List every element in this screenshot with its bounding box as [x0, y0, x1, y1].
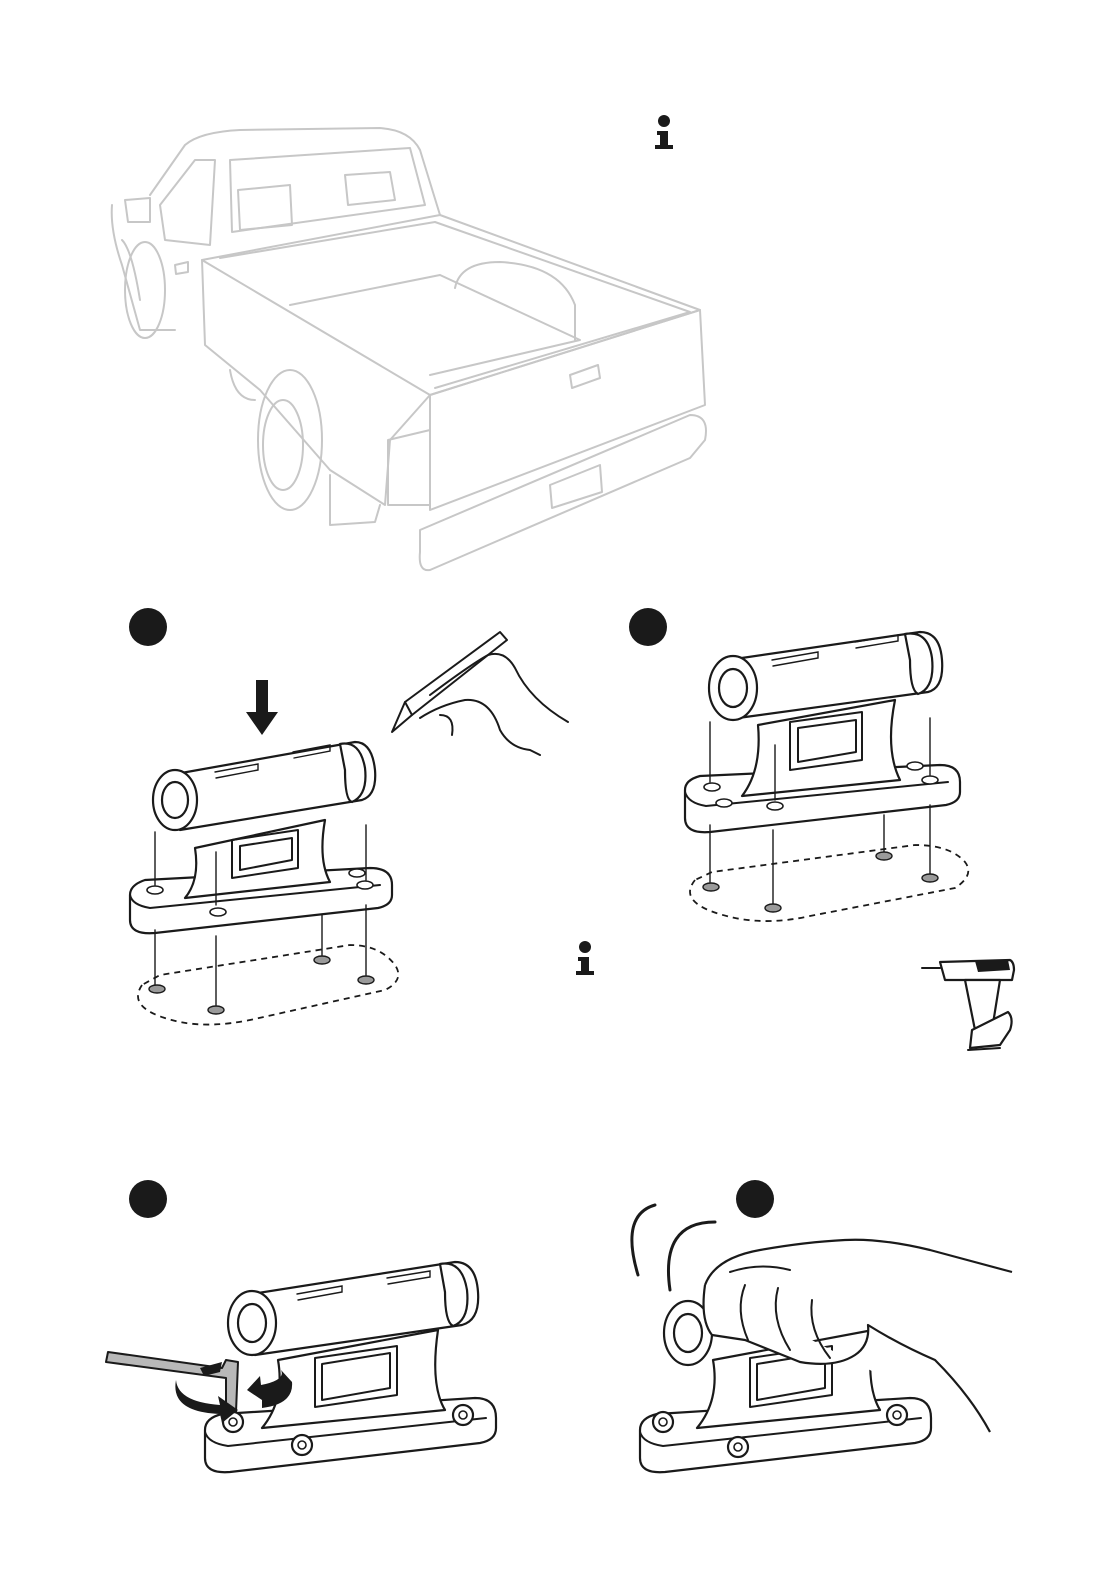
power-drill-icon — [922, 960, 1014, 1050]
step-number-badge — [129, 608, 167, 646]
pencil-hand-icon — [392, 632, 568, 755]
fork-mount-illustration — [130, 742, 398, 1025]
fork-mount-illustration — [685, 632, 968, 921]
info-icon — [576, 941, 594, 975]
hex-key-icon — [106, 1352, 238, 1412]
down-arrow-icon — [246, 680, 278, 735]
pickup-truck-illustration — [112, 128, 706, 570]
step-number-badge — [129, 1180, 167, 1218]
step-number-badge — [629, 608, 667, 646]
fork-mount-illustration — [205, 1262, 496, 1472]
motion-lines-icon — [632, 1205, 715, 1290]
info-icon — [655, 115, 673, 149]
step-number-badge — [736, 1180, 774, 1218]
